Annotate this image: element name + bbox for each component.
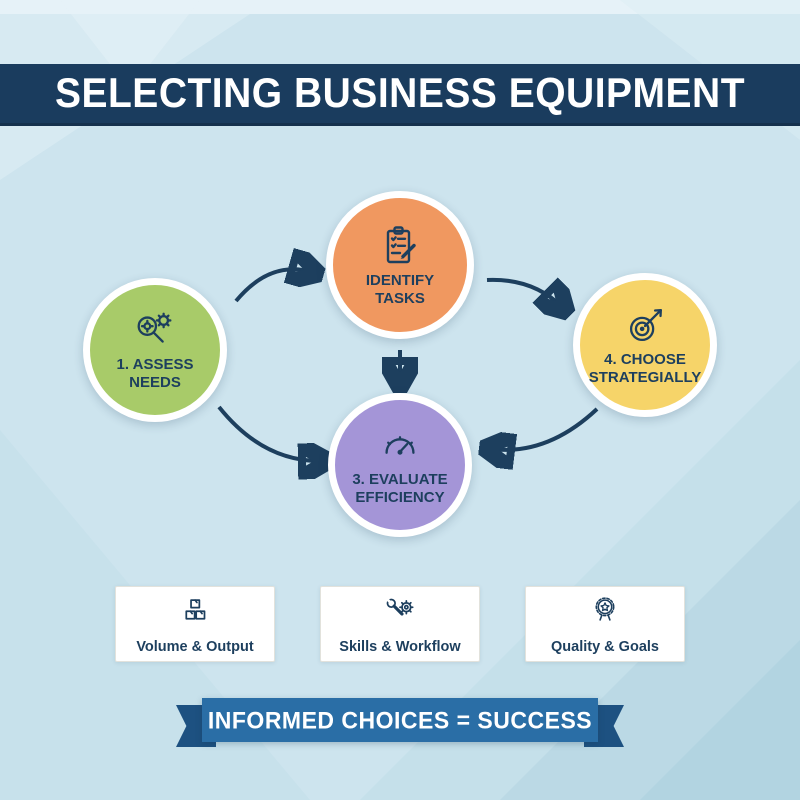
criteria-cards: Volume & Output [0, 586, 800, 662]
arrow-assess-to-evaluate [217, 405, 322, 461]
stacked-boxes-icon [176, 593, 214, 636]
ribbon-banner: INFORMED CHOICES = SUCCESS [202, 698, 598, 742]
arrow-choose-to-evaluate [491, 407, 599, 450]
step-label: 4. CHOOSE STRATEGIALLY [588, 351, 702, 386]
award-medal-icon [586, 593, 624, 636]
page-title: SELECTING BUSINESS EQUIPMENT [54, 69, 746, 117]
arrow-assess-to-identify [234, 269, 312, 303]
step-label: IDENTIFY TASKS [365, 272, 435, 307]
step-evaluate-efficiency: 3. EVALUATE EFFICIENCY [328, 393, 472, 537]
card-label: Volume & Output [136, 639, 254, 655]
magnifier-gear-icon [132, 308, 178, 354]
wrench-gear-icon [381, 593, 419, 636]
card-label: Quality & Goals [551, 639, 659, 655]
gauge-icon [377, 423, 423, 469]
arrow-identify-to-choose [486, 280, 562, 307]
title-banner: SELECTING BUSINESS EQUIPMENT [0, 64, 800, 126]
card-volume-output: Volume & Output [115, 586, 275, 662]
step-identify-tasks: IDENTIFY TASKS [326, 191, 474, 339]
card-label: Skills & Workflow [339, 639, 461, 655]
clipboard-checklist-icon [376, 222, 424, 270]
target-arrow-icon [622, 303, 668, 349]
card-skills-workflow: Skills & Workflow [320, 586, 480, 662]
step-choose-strategically: 4. CHOOSE STRATEGIALLY [573, 273, 717, 417]
step-assess-needs: 1. ASSESS NEEDS [83, 278, 227, 422]
step-label: 1. ASSESS NEEDS [116, 356, 194, 391]
step-label: 3. EVALUATE EFFICIENCY [352, 471, 448, 506]
ribbon-label: INFORMED CHOICES = SUCCESS [207, 705, 593, 734]
footer-ribbon: INFORMED CHOICES = SUCCESS [0, 698, 800, 754]
card-quality-goals: Quality & Goals [525, 586, 685, 662]
